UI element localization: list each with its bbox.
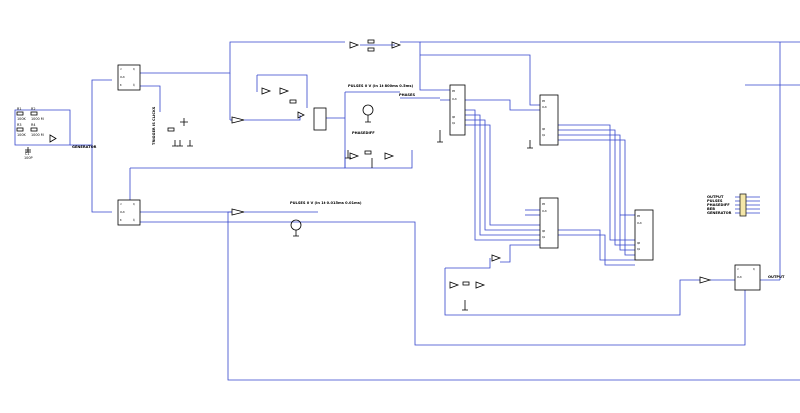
oscillator-section: R1 R2 R3 R4 100K 1000 M 100K 1000 M C1 1… bbox=[14, 107, 97, 160]
svg-text:P0: P0 bbox=[452, 89, 456, 93]
flipflop-top: J Q CLK Q̅ K bbox=[117, 64, 141, 91]
value-r2: 1000 M bbox=[31, 117, 44, 121]
svg-text:Q0: Q0 bbox=[452, 115, 456, 119]
value-r3: 100K bbox=[17, 133, 26, 137]
svg-text:Q1: Q1 bbox=[637, 247, 641, 251]
svg-text:Q1: Q1 bbox=[452, 121, 456, 125]
svg-text:CLK: CLK bbox=[737, 275, 742, 279]
svg-text:CLK: CLK bbox=[542, 105, 547, 109]
svg-text:Q̅: Q̅ bbox=[133, 83, 135, 87]
svg-text:P0: P0 bbox=[637, 214, 641, 218]
net-pulses-top: PULSES 0 V (in 1t 800ms 0.5ms) bbox=[348, 84, 414, 88]
value-r1: 100K bbox=[17, 117, 26, 121]
svg-text:J: J bbox=[120, 202, 122, 206]
logic-gates bbox=[180, 39, 712, 289]
pulse-source-bottom: PULSES 0 V (in 1t 0.015ms 0.01ms) bbox=[290, 201, 362, 237]
svg-text:Q: Q bbox=[133, 67, 135, 71]
svg-text:Q0: Q0 bbox=[542, 127, 546, 131]
net-pulses-bottom: PULSES 0 V (in 1t 0.015ms 0.01ms) bbox=[290, 201, 362, 205]
wire-network bbox=[70, 41, 800, 381]
flipflop-bottom: J Q CLK Q̅ K bbox=[117, 199, 141, 226]
svg-text:J: J bbox=[120, 67, 122, 71]
net-generator: GENERATOR bbox=[72, 145, 97, 149]
counter-ic-2: P0 CLK Q0 Q1 bbox=[539, 94, 559, 146]
svg-text:J: J bbox=[737, 267, 739, 271]
counter-ic-1: P0 CLK Q0 Q1 bbox=[449, 84, 466, 136]
connector-header: OUTPUT PULSES PHASEDIFF BEB GENERATOR bbox=[707, 193, 747, 217]
svg-text:CLK: CLK bbox=[637, 221, 642, 225]
svg-text:CLK: CLK bbox=[542, 209, 547, 213]
resistor-r1 bbox=[16, 111, 24, 116]
label-r2: R2 bbox=[31, 107, 36, 111]
net-phases: PHASES bbox=[399, 93, 415, 97]
label-r4: R4 bbox=[31, 123, 36, 127]
svg-text:CLK: CLK bbox=[120, 210, 125, 214]
connector-pin-5: GENERATOR bbox=[707, 211, 732, 215]
svg-text:CLK: CLK bbox=[120, 75, 125, 79]
svg-text:P0: P0 bbox=[542, 99, 546, 103]
net-output: OUTPUT bbox=[768, 275, 785, 279]
flipflop-output: J Q CLK bbox=[734, 264, 761, 291]
trigger-section: TRIGGER IS CLICKS bbox=[152, 106, 193, 147]
connector-pin-3: PHASEDIFF bbox=[707, 203, 730, 207]
connector-pin-2: PULSES bbox=[707, 199, 723, 203]
label-c1: C1 bbox=[25, 152, 30, 156]
value-r4: 1000 M bbox=[31, 133, 44, 137]
resistor-r2 bbox=[30, 111, 38, 116]
net-phasediff: PHASEDIFF bbox=[352, 131, 375, 135]
svg-text:P0: P0 bbox=[542, 202, 546, 206]
svg-text:Q0: Q0 bbox=[637, 241, 641, 245]
capacitor-c1 bbox=[25, 147, 31, 153]
svg-text:Q1: Q1 bbox=[542, 235, 546, 239]
pulse-source-top: PULSES 0 V (in 1t 800ms 0.5ms) PHASES PH… bbox=[348, 84, 415, 135]
counter-ic-3: P0 CLK Q0 Q1 bbox=[539, 197, 559, 249]
resistor-r3 bbox=[16, 127, 24, 132]
label-r3: R3 bbox=[17, 123, 22, 127]
svg-text:CLK: CLK bbox=[452, 97, 457, 101]
svg-text:Q1: Q1 bbox=[542, 133, 546, 137]
svg-text:Q: Q bbox=[133, 202, 135, 206]
resistor-r4 bbox=[30, 127, 38, 132]
flipflop-mid bbox=[313, 107, 327, 131]
ground-symbols bbox=[177, 130, 533, 311]
svg-text:Q: Q bbox=[753, 267, 755, 271]
counter-ic-4: P0 CLK Q0 Q1 bbox=[634, 209, 654, 261]
value-c1: 100P bbox=[24, 156, 33, 160]
connector-pin-1: OUTPUT bbox=[707, 195, 724, 199]
svg-text:Q̅: Q̅ bbox=[133, 218, 135, 222]
inverter-gate bbox=[49, 134, 57, 143]
connector-pin-4: BEB bbox=[707, 207, 715, 211]
net-trigger: TRIGGER IS CLICKS bbox=[152, 106, 156, 145]
label-r1: R1 bbox=[17, 107, 22, 111]
svg-text:K: K bbox=[120, 218, 122, 222]
svg-text:K: K bbox=[120, 83, 122, 87]
svg-text:Q0: Q0 bbox=[542, 229, 546, 233]
